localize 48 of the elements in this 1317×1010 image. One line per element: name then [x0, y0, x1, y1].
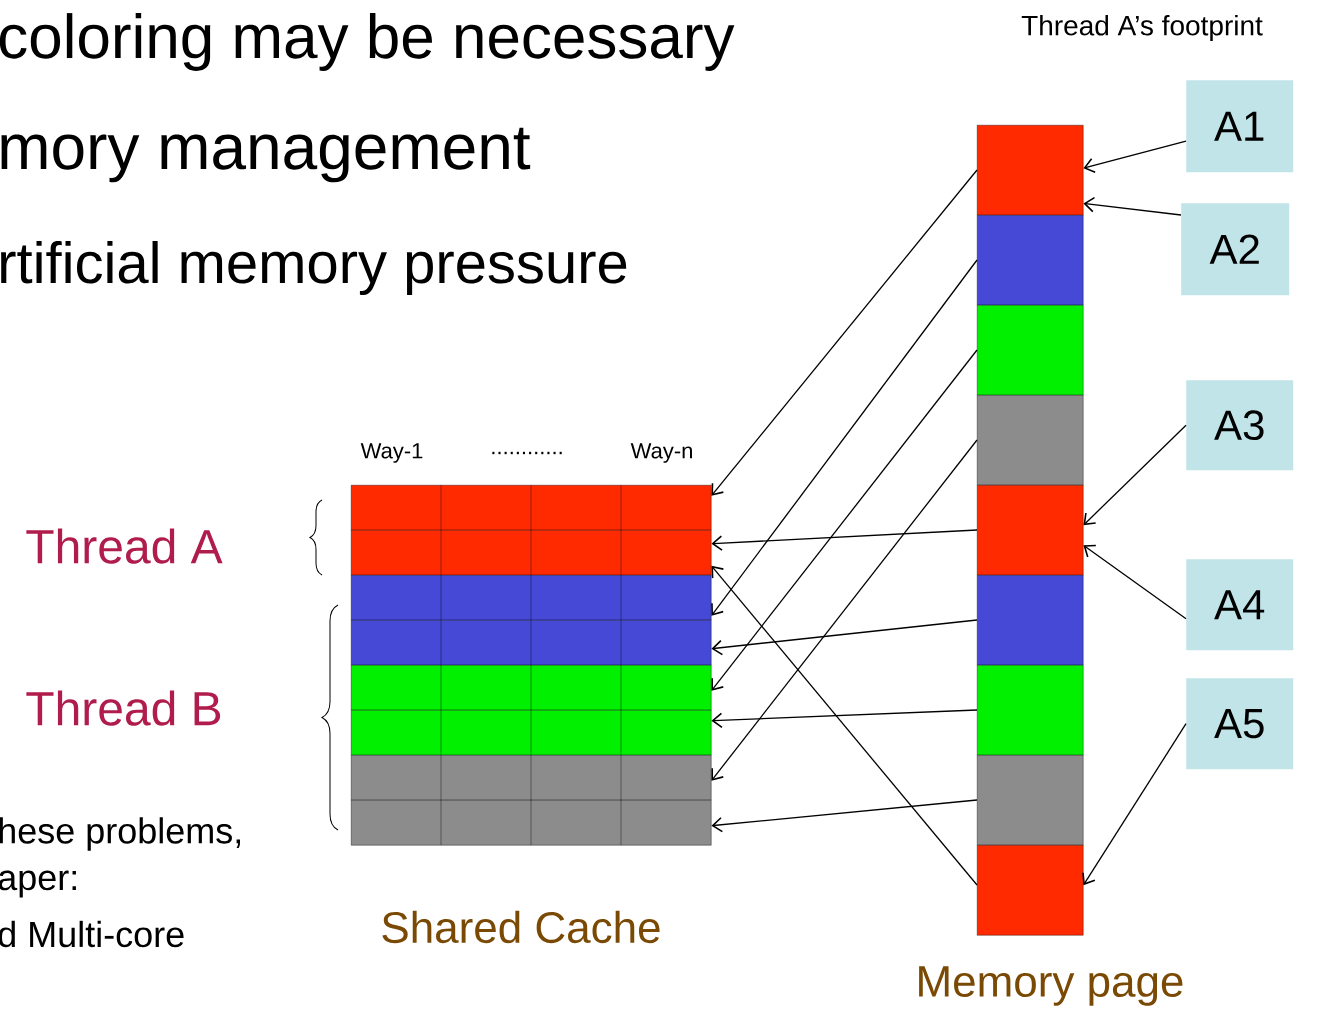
label-box: A1 — [1186, 80, 1294, 173]
memory-block — [977, 215, 1084, 306]
arrow — [711, 529, 978, 551]
caption-text: Memory page — [919, 966, 1183, 1006]
cache-row — [351, 619, 712, 666]
cache-row — [351, 484, 712, 531]
arrow — [711, 709, 978, 729]
slide-text: coloring may be necessary — [0, 13, 735, 71]
thread-label: Thread B — [26, 690, 221, 726]
thread-label: Thread A — [26, 528, 223, 564]
column-label: Way-1 — [360, 443, 423, 463]
memory-block — [977, 305, 1084, 396]
column-label: Way-n — [630, 443, 692, 463]
arrow — [711, 349, 978, 691]
slide-text: rtificial memory pressure — [1, 240, 627, 296]
caption-text: Shared Cache — [382, 910, 660, 944]
arrow — [1083, 544, 1187, 620]
cache-row — [351, 754, 712, 801]
column-label: ............ — [492, 451, 562, 455]
arrow — [711, 169, 978, 496]
cache-row — [351, 529, 712, 576]
memory-block — [977, 125, 1084, 216]
label-box: A2 — [1181, 203, 1290, 296]
arrow — [711, 259, 978, 616]
memory-block — [977, 575, 1084, 666]
slide-text: mory management — [1, 127, 531, 183]
memory-block — [977, 485, 1084, 576]
cache-row — [351, 664, 712, 711]
arrow — [1083, 424, 1187, 526]
cache-row — [351, 799, 712, 846]
label-box: A3 — [1186, 380, 1294, 471]
caption-text: Thread A’s footprint — [1021, 14, 1263, 42]
cache-row — [351, 709, 712, 756]
arrow — [1082, 723, 1187, 886]
memory-block — [977, 755, 1084, 846]
arrow — [1083, 196, 1182, 216]
memory-block — [977, 665, 1084, 756]
memory-block — [977, 845, 1084, 936]
arrow — [711, 439, 978, 781]
memory-block — [977, 395, 1084, 486]
slide-text: hese problems, — [0, 817, 240, 851]
arrow — [1083, 140, 1187, 174]
arrow — [711, 619, 978, 656]
label-box: A4 — [1186, 559, 1294, 651]
cache-row — [351, 574, 712, 621]
arrow — [711, 565, 978, 886]
arrow — [711, 799, 978, 833]
label-box: A5 — [1186, 678, 1294, 770]
